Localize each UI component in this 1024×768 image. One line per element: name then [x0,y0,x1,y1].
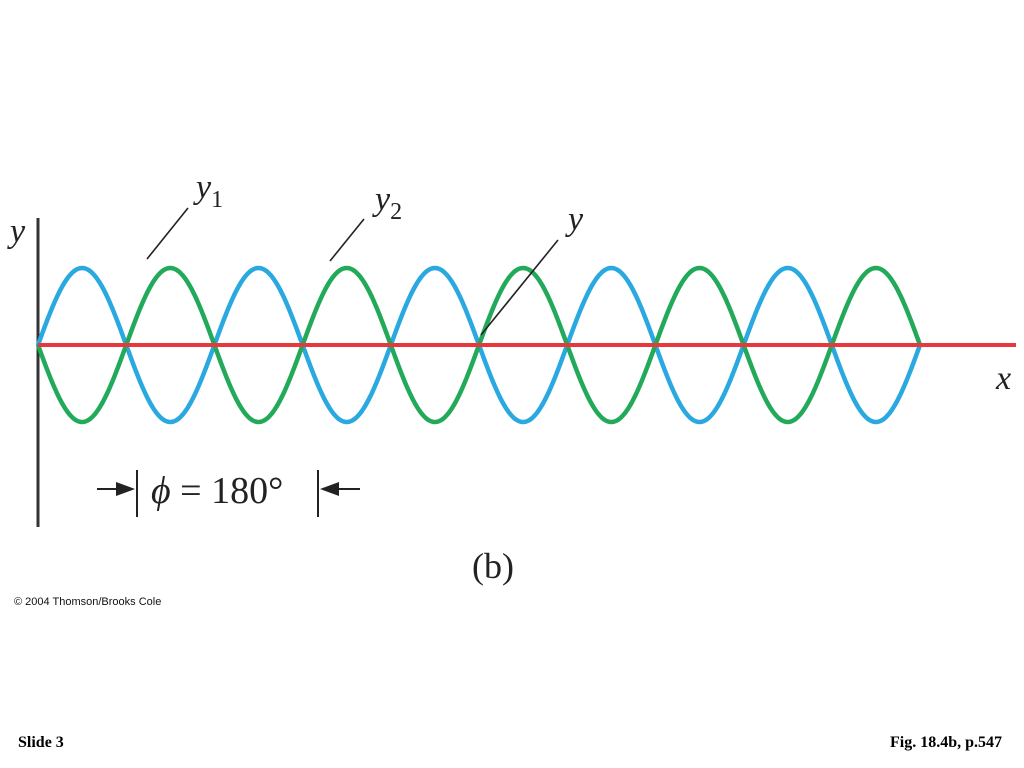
y1-subscript: 1 [211,187,223,213]
phase-marker: ϕ = 180° [97,470,360,517]
y1-label: y1 [193,169,223,213]
x-axis-label: x [995,360,1011,397]
y2-label: y2 [372,181,402,225]
panel-label: (b) [472,546,514,586]
phase-symbol: ϕ [151,470,171,512]
phase-right-arrowhead [320,482,339,496]
y2-leader-line [329,218,365,262]
phase-left-arrowhead [116,482,135,496]
figure-reference: Fig. 18.4b, p.547 [889,734,1002,751]
copyright-notice: © 2004 Thomson/Brooks Cole [14,596,162,608]
y1-leader-line [146,207,189,260]
y-sum-leader-line [480,239,559,336]
y2-subscript: 2 [390,199,402,225]
phase-label: ϕ = 180° [151,470,283,512]
slide-number: Slide 3 [18,734,64,751]
y-sum-label: y [565,201,584,238]
y-axis-label: y [7,213,26,250]
